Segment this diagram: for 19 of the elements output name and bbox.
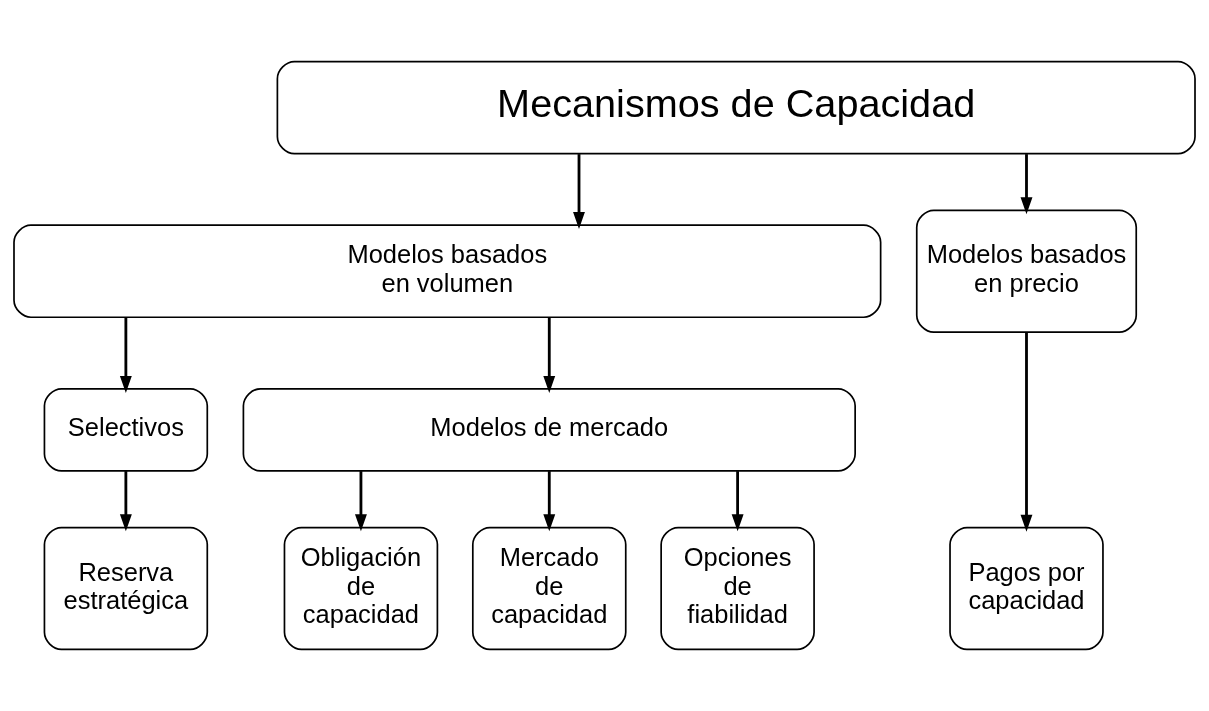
node-box: Opciones de fiabilidad	[660, 526, 815, 651]
arrow	[354, 471, 367, 532]
node-box: Reserva estratégica	[43, 526, 209, 651]
arrow	[543, 471, 556, 532]
arrow	[573, 154, 585, 229]
arrow	[1020, 332, 1033, 532]
node-box: Obligación de capacidad	[283, 526, 439, 651]
arrow	[1020, 154, 1033, 215]
node-box: Pagos por capacidad	[949, 526, 1104, 651]
arrow	[731, 471, 744, 532]
node-box: Mercado de capacidad	[471, 526, 627, 651]
node-box: Modelos de mercado	[242, 387, 856, 472]
arrow	[119, 317, 132, 393]
arrow	[543, 317, 556, 393]
node-box: Mecanismos de Capacidad	[276, 60, 1196, 155]
node-box: Modelos basados en precio	[915, 209, 1138, 333]
node-box: Selectivos	[43, 387, 209, 472]
node-box: Modelos basados en volumen	[13, 224, 882, 319]
arrow	[119, 471, 132, 532]
